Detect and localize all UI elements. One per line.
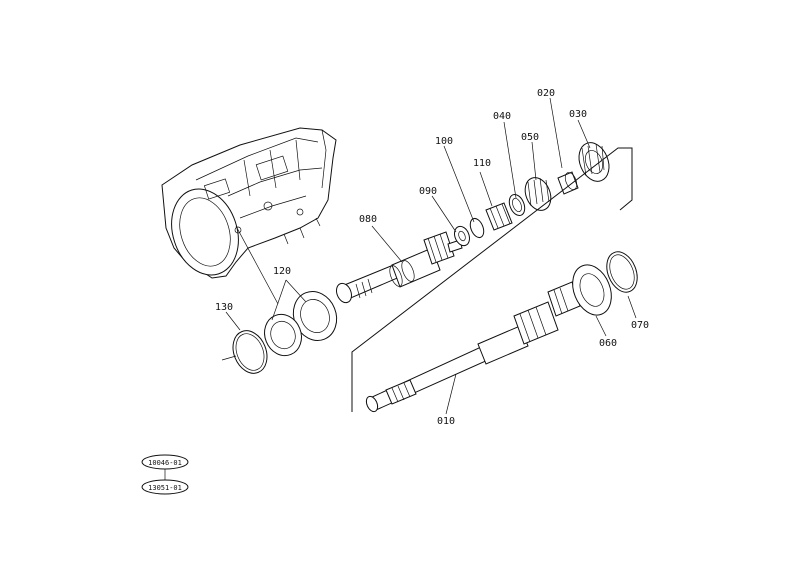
reference-stamps: 10046-01 13051-01 — [141, 454, 189, 495]
main-shaft-010 — [365, 281, 581, 413]
stamp-bottom-text: 13051-01 — [148, 484, 182, 492]
collar-020 — [557, 171, 579, 195]
callout-labels: 010 020 030 040 050 060 070 080 090 100 … — [215, 88, 649, 427]
callout-050: 050 — [521, 132, 539, 143]
needle-bearing-110 — [485, 202, 513, 231]
transmission-housing — [161, 127, 337, 279]
snap-ring-070 — [606, 251, 638, 293]
snap-ring-130 — [221, 330, 268, 374]
washer-100 — [469, 217, 485, 239]
gear-050 — [524, 177, 552, 211]
collar-090 — [454, 225, 470, 247]
callout-030: 030 — [569, 109, 587, 120]
assembly-guide-frame — [351, 147, 633, 412]
callout-120: 120 — [273, 266, 291, 277]
stamp-top-text: 10046-01 — [148, 459, 182, 467]
callout-090: 090 — [419, 186, 437, 197]
callout-010: 010 — [437, 416, 455, 427]
bearing-060 — [572, 264, 612, 316]
bearing-120 — [264, 291, 338, 357]
callout-020: 020 — [537, 88, 555, 99]
washer-040 — [508, 193, 526, 217]
callout-060: 060 — [599, 338, 617, 349]
input-shaft-080 — [336, 231, 463, 304]
callout-070: 070 — [631, 320, 649, 331]
callout-100: 100 — [435, 136, 453, 147]
gear-030 — [578, 142, 610, 182]
leader-lines — [225, 97, 637, 415]
callout-080: 080 — [359, 214, 377, 225]
callout-040: 040 — [493, 111, 511, 122]
stamp-bottom-oval — [141, 479, 189, 495]
housing-guide-line — [235, 225, 279, 305]
callout-130: 130 — [215, 302, 233, 313]
callout-110: 110 — [473, 158, 491, 169]
